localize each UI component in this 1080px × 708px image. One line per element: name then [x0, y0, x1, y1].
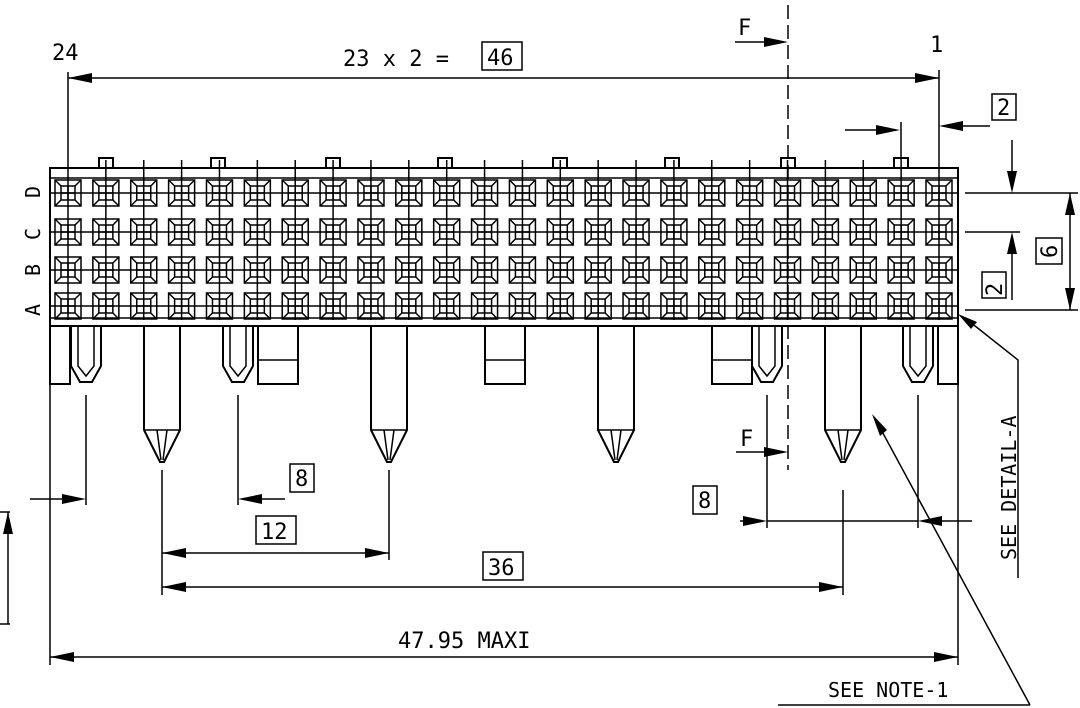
dim-peg-span: 36 [488, 556, 515, 581]
row-label-d: D [21, 186, 45, 198]
standoff-block [484, 325, 526, 385]
end-leg-right [937, 325, 959, 385]
top-bumps [98, 157, 909, 169]
locating-peg [370, 326, 408, 463]
dim-row-span: 6 [1038, 245, 1063, 258]
dim-pitch-top: 2 [997, 96, 1010, 121]
note-see-note: SEE NOTE-1 [828, 678, 948, 702]
dim-post-right: 8 [698, 489, 711, 514]
locating-peg [143, 326, 181, 463]
row-label-b: B [21, 264, 45, 276]
section-mark-bottom: F [740, 427, 753, 452]
top-bump [664, 157, 680, 169]
contact-cell [129, 218, 158, 246]
standoff-block [711, 325, 753, 385]
pitch-result-box [481, 41, 523, 71]
dim-post-left: 8 [295, 467, 308, 492]
board-post [70, 326, 102, 383]
pin-label-24: 24 [52, 41, 79, 66]
housing-body [49, 167, 959, 327]
dim-peg-spacing: 12 [261, 520, 288, 545]
top-bump [437, 157, 453, 169]
dim-overall-length: 47.95 MAXI [398, 629, 530, 654]
section-mark-top: F [738, 16, 751, 41]
dim-row-pitch: 2 [983, 283, 1008, 296]
pitch-result: 46 [487, 46, 514, 71]
standoff-block [257, 325, 299, 385]
pitch-formula: 23 x 2 = [343, 47, 449, 72]
board-post [902, 326, 934, 383]
row-label-c: C [21, 228, 45, 240]
end-leg-left [49, 325, 71, 385]
locating-peg [824, 326, 862, 463]
board-post [222, 326, 254, 383]
board-post [751, 326, 783, 383]
row-label-a: A [21, 304, 45, 316]
lower-features [49, 325, 959, 463]
locating-peg [597, 326, 635, 463]
top-bump [210, 157, 226, 169]
contact-grid [50, 160, 958, 320]
pin-label-1: 1 [930, 33, 943, 58]
note-see-detail: SEE DETAIL-A [997, 416, 1021, 561]
